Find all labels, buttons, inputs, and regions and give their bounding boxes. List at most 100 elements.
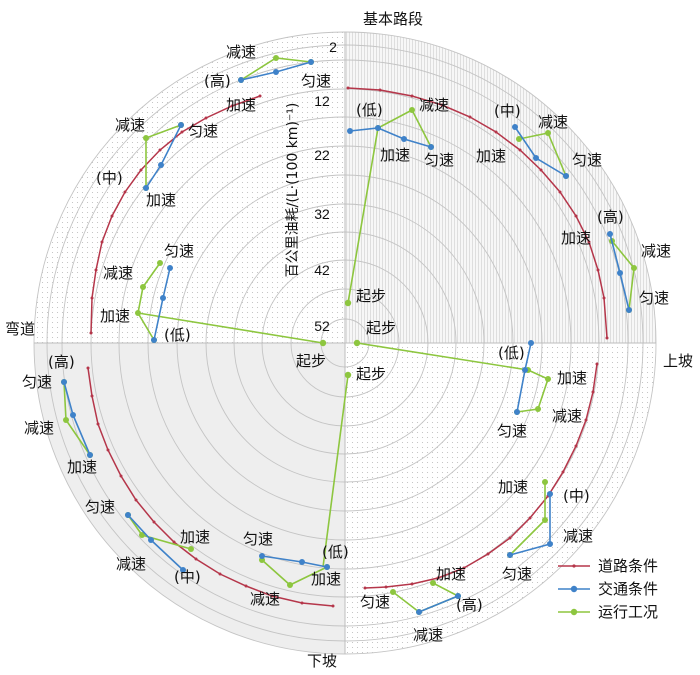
label-bl-mid-level: (中) <box>174 568 201 586</box>
road-point-2-0 <box>595 362 599 366</box>
label-tr-low-jiansu: 减速 <box>419 96 449 114</box>
label-br-mid-level: (中) <box>563 487 590 505</box>
operation-point-7-1 <box>542 517 548 523</box>
quadrant-bottom-left <box>34 343 345 654</box>
road-point-1-0 <box>346 86 350 90</box>
legend-item-traffic: 交通条件 <box>558 580 658 598</box>
road-point-3-6 <box>152 520 156 524</box>
label-bl-mid-jiansu: 减速 <box>116 555 146 573</box>
series-layer <box>61 55 637 615</box>
road-point-2-2 <box>584 418 588 422</box>
traffic-point-3-0 <box>347 128 353 134</box>
road-point-0-6 <box>123 190 127 194</box>
quadrant-top-right <box>345 32 656 343</box>
road-point-0-9 <box>94 268 98 272</box>
traffic-point-4-1 <box>533 155 539 161</box>
road-point-1-2 <box>410 94 414 98</box>
road-point-2-12 <box>384 585 388 589</box>
operation-point-6-2 <box>535 406 541 412</box>
road-point-0-8 <box>100 240 104 244</box>
cluster-10 <box>125 512 194 573</box>
label-tl-high-yunsu: 匀速 <box>301 72 331 90</box>
road-point-3-4 <box>119 474 123 478</box>
road-point-1-6 <box>518 148 522 152</box>
cluster-5 <box>607 231 637 313</box>
cluster-2 <box>135 260 173 343</box>
road-point-3-10 <box>244 584 248 588</box>
label-bl-low-level: (低) <box>322 543 349 561</box>
road-point-1-7 <box>539 168 543 172</box>
traffic-point-9-2 <box>87 452 93 458</box>
operation-point-7-0 <box>542 479 548 485</box>
label-tl-qibu: 起步 <box>296 352 326 370</box>
operation-line-2 <box>137 262 161 341</box>
road-series-1 <box>346 86 609 340</box>
traffic-point-7-2 <box>507 552 513 558</box>
category-label-left: 弯道 <box>5 320 35 338</box>
road-point-1-13 <box>605 336 609 340</box>
label-br-high-level: (高) <box>456 596 483 614</box>
cluster-6 <box>514 340 551 415</box>
label-tr-qibu: 起步 <box>356 287 386 305</box>
road-point-2-6 <box>528 516 532 520</box>
traffic-point-1-2 <box>178 122 184 128</box>
label-tr-high-jiansu: 减速 <box>641 242 671 260</box>
label-bl-high-level: (高) <box>48 353 75 371</box>
road-point-2-4 <box>561 470 565 474</box>
label-bl-low-jiasu: 加速 <box>311 570 341 588</box>
legend-label-road: 道路条件 <box>598 557 658 575</box>
road-point-2-10 <box>436 576 440 580</box>
cluster-7 <box>507 479 553 558</box>
label-br-low-jiasu: 加速 <box>557 369 587 387</box>
label-tl-low-level: (低) <box>164 326 191 344</box>
cluster-3 <box>347 107 434 150</box>
legend-marker-operation <box>570 608 578 616</box>
operation-point-10-1 <box>139 532 145 538</box>
operation-start-point-2 <box>353 339 361 347</box>
operation-start-point-1 <box>344 299 352 307</box>
traffic-point-6-1 <box>522 367 528 373</box>
traffic-point-10-0 <box>125 512 131 518</box>
operation-start-point-3 <box>344 371 352 379</box>
road-point-2-9 <box>462 566 466 570</box>
label-tr-mid-jiansu: 减速 <box>538 113 568 131</box>
road-point-1-3 <box>440 103 444 107</box>
road-series-2 <box>363 362 599 590</box>
label-bl-high-jiasu: 加速 <box>67 458 97 476</box>
y-tick-12: 12 <box>314 93 330 109</box>
road-point-3-8 <box>194 557 198 561</box>
operation-point-0-1 <box>273 55 279 61</box>
road-point-3-11 <box>270 594 274 598</box>
road-point-1-10 <box>587 240 591 244</box>
traffic-point-11-1 <box>299 559 305 565</box>
traffic-point-11-0 <box>259 553 265 559</box>
road-point-2-11 <box>410 582 414 586</box>
label-br-mid-jiasu: 加速 <box>498 478 528 496</box>
legend-marker-traffic <box>570 585 578 593</box>
road-point-2-8 <box>486 552 490 556</box>
point-labels: 减速 (高) 匀速 加速 减速 匀速 (中) 加速 匀速 减速 加速 (低) 起… <box>22 43 671 644</box>
cluster-1 <box>143 122 184 191</box>
traffic-point-3-2 <box>401 136 407 142</box>
label-bl-mid-jiasu: 加速 <box>180 528 210 546</box>
road-point-0-10 <box>90 296 94 300</box>
label-tl-mid-level: (中) <box>96 169 123 187</box>
y-tick-22: 22 <box>314 147 330 163</box>
traffic-point-7-0 <box>547 491 553 497</box>
road-point-3-2 <box>96 422 100 426</box>
road-point-0-1 <box>230 104 234 108</box>
legend-item-road: 道路条件 <box>558 557 658 575</box>
y-tick-42: 42 <box>314 262 330 278</box>
operation-point-6-1 <box>545 376 551 382</box>
traffic-point-1-1 <box>158 162 164 168</box>
label-tr-high-level: (高) <box>597 208 624 226</box>
road-point-1-11 <box>596 268 600 272</box>
road-series-0 <box>89 94 262 335</box>
traffic-point-0-0 <box>238 77 244 83</box>
traffic-point-8-0 <box>416 609 422 615</box>
traffic-point-2-2 <box>167 265 173 271</box>
traffic-point-1-0 <box>143 185 149 191</box>
category-label-right: 上坡 <box>663 352 693 370</box>
operation-point-1-1 <box>143 135 149 141</box>
